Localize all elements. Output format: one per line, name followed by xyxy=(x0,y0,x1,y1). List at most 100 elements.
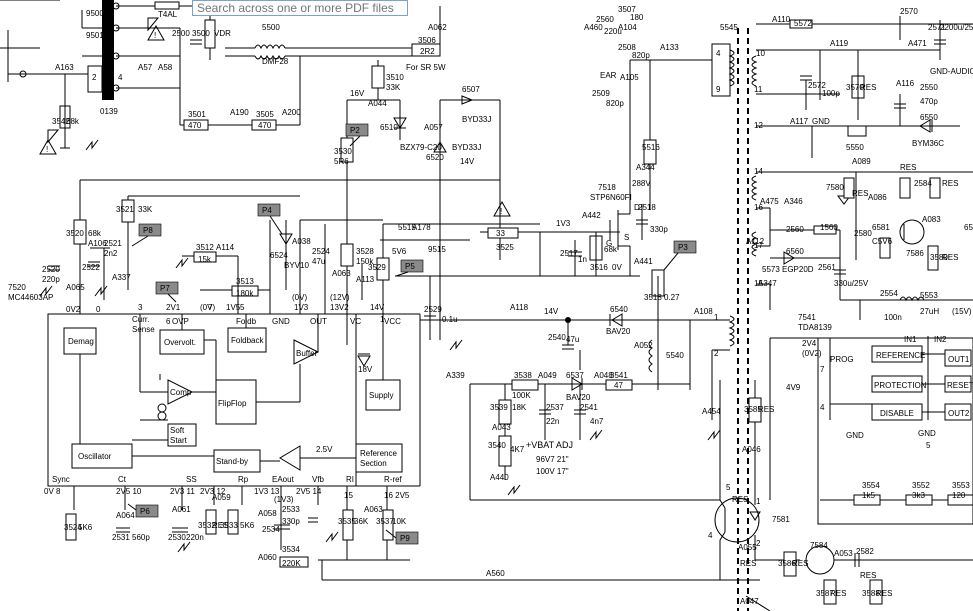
svg-text:7: 7 xyxy=(208,303,213,312)
svg-text:RES: RES xyxy=(942,253,958,262)
svg-text:RES: RES xyxy=(852,189,868,198)
svg-text:A119: A119 xyxy=(830,39,849,48)
svg-text:A110: A110 xyxy=(772,15,791,24)
svg-text:PROTECTION: PROTECTION xyxy=(874,381,927,390)
svg-text:A064: A064 xyxy=(116,511,135,520)
svg-text:(0V): (0V) xyxy=(292,293,307,302)
svg-text:7580: 7580 xyxy=(826,183,844,192)
svg-text:RES: RES xyxy=(758,405,774,414)
component-labels: T4AL 9500 9501 A163 A57 A58 0139 2500 35… xyxy=(42,5,973,606)
svg-text:4: 4 xyxy=(118,73,123,82)
svg-text:0.1u: 0.1u xyxy=(442,315,458,324)
svg-text:1: 1 xyxy=(756,497,761,506)
svg-text:4n7: 4n7 xyxy=(590,417,604,426)
svg-text:3587: 3587 xyxy=(816,589,834,598)
svg-text:3541: 3541 xyxy=(610,371,628,380)
svg-text:A048: A048 xyxy=(594,371,613,380)
svg-text:5R6: 5R6 xyxy=(334,157,349,166)
svg-text:5515: 5515 xyxy=(398,223,416,232)
svg-text:120: 120 xyxy=(952,491,966,500)
svg-text:Overvolt.: Overvolt. xyxy=(164,338,196,347)
svg-text:EGP20D: EGP20D xyxy=(782,265,814,274)
svg-text:180: 180 xyxy=(630,13,644,22)
svg-text:R-ref: R-ref xyxy=(384,475,403,484)
svg-text:3542: 3542 xyxy=(52,117,70,126)
svg-text:33K: 33K xyxy=(138,205,153,214)
svg-text:REFERENCE: REFERENCE xyxy=(876,351,925,360)
foldback-block xyxy=(227,327,267,353)
svg-text:A442: A442 xyxy=(582,211,601,220)
svg-text:17: 17 xyxy=(754,241,763,250)
svg-text:12: 12 xyxy=(754,121,763,130)
svg-text:A133: A133 xyxy=(660,43,679,52)
svg-text:Curr.: Curr. xyxy=(132,315,149,324)
svg-text:2572: 2572 xyxy=(808,81,826,90)
svg-text:D: D xyxy=(634,203,640,212)
svg-text:6507: 6507 xyxy=(462,85,480,94)
svg-text:TDA8139: TDA8139 xyxy=(798,323,832,332)
svg-text:A059: A059 xyxy=(212,493,231,502)
svg-text:7: 7 xyxy=(820,365,825,374)
svg-text:A339: A339 xyxy=(446,371,465,380)
svg-text:820p: 820p xyxy=(632,51,650,60)
svg-text:GND-AUDIO: GND-AUDIO xyxy=(930,67,973,76)
svg-text:288V: 288V xyxy=(632,179,651,188)
svg-text:27uH: 27uH xyxy=(920,307,939,316)
svg-text:A063: A063 xyxy=(364,505,383,514)
svg-text:9501: 9501 xyxy=(86,31,104,40)
svg-text:Section: Section xyxy=(360,459,387,468)
svg-text:2534: 2534 xyxy=(262,525,280,534)
svg-text:A116: A116 xyxy=(896,79,915,88)
svg-text:3537: 3537 xyxy=(376,517,394,526)
svg-text:RES: RES xyxy=(792,559,808,568)
svg-text:14V: 14V xyxy=(544,307,559,316)
svg-text:6524: 6524 xyxy=(270,251,288,260)
svg-text:1k5: 1k5 xyxy=(862,491,875,500)
svg-text:6540: 6540 xyxy=(610,305,628,314)
svg-text:3525: 3525 xyxy=(496,243,514,252)
svg-text:A089: A089 xyxy=(852,157,871,166)
svg-text:100K: 100K xyxy=(512,391,531,400)
svg-text:5553: 5553 xyxy=(920,291,938,300)
svg-text:2522: 2522 xyxy=(82,263,100,272)
svg-text:5: 5 xyxy=(726,483,731,492)
svg-text:2530: 2530 xyxy=(168,533,186,542)
svg-text:RES: RES xyxy=(212,521,228,530)
svg-text:A560: A560 xyxy=(486,569,505,578)
svg-text:7518: 7518 xyxy=(598,183,616,192)
ic-block-labels: 7520 MC44603AP Demag Overvolt. Foldback … xyxy=(8,283,973,484)
svg-text:3539: 3539 xyxy=(490,403,508,412)
svg-text:9: 9 xyxy=(716,85,721,94)
svg-text:+VBAT ADJ: +VBAT ADJ xyxy=(526,440,573,450)
svg-text:3586: 3586 xyxy=(778,559,796,568)
svg-text:14: 14 xyxy=(754,167,763,176)
svg-text:220u: 220u xyxy=(604,27,622,36)
transformer xyxy=(690,19,960,611)
svg-text:18V: 18V xyxy=(358,365,373,374)
svg-text:2V3 12: 2V3 12 xyxy=(200,487,226,496)
svg-text:A163: A163 xyxy=(55,63,74,72)
svg-text:A083: A083 xyxy=(922,215,941,224)
svg-text:P6: P6 xyxy=(140,507,150,516)
svg-text:A106: A106 xyxy=(88,239,107,248)
svg-text:VC: VC xyxy=(350,317,361,326)
svg-text:14V: 14V xyxy=(460,157,475,166)
svg-text:A113: A113 xyxy=(356,275,375,284)
svg-text:Ct: Ct xyxy=(118,475,127,484)
svg-text:Vfb: Vfb xyxy=(312,475,325,484)
svg-text:Sync: Sync xyxy=(52,475,70,484)
svg-text:A047: A047 xyxy=(740,597,759,606)
svg-text:2508: 2508 xyxy=(618,43,636,52)
svg-text:(0V2): (0V2) xyxy=(802,349,822,358)
left-feedback-network xyxy=(48,179,580,340)
pdf-search-input[interactable] xyxy=(192,0,408,16)
svg-text:1: 1 xyxy=(714,313,719,322)
svg-text:14V: 14V xyxy=(370,303,385,312)
svg-text:A114: A114 xyxy=(216,243,235,252)
svg-text:Foldback: Foldback xyxy=(231,336,264,345)
svg-text:A062: A062 xyxy=(428,23,447,32)
svg-text:A112: A112 xyxy=(746,237,765,246)
svg-text:Stand-by: Stand-by xyxy=(216,457,248,466)
ground-symbols xyxy=(39,139,721,553)
svg-text:5550: 5550 xyxy=(846,143,864,152)
